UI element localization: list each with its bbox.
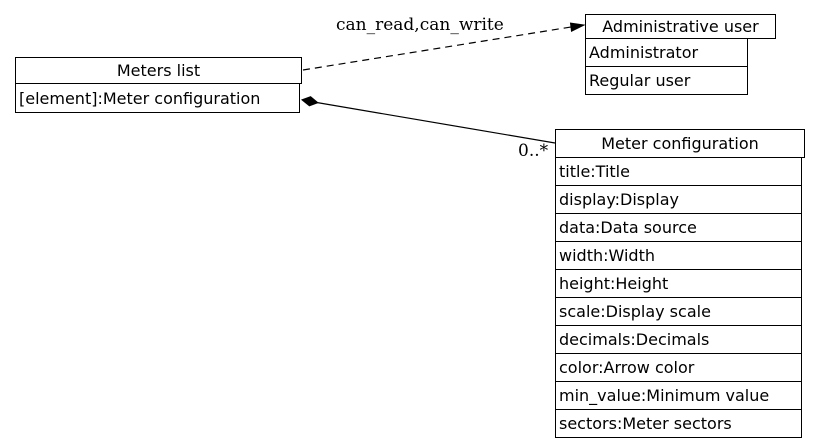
node-meter-configuration-row-width: width:Width [555, 241, 802, 270]
node-administrative-user-title: Administrative user [585, 14, 776, 39]
node-meter-configuration-row-min-value: min_value:Minimum value [555, 381, 802, 410]
node-meter-configuration-row-data: data:Data source [555, 213, 802, 242]
node-meter-configuration-row-decimals: decimals:Decimals [555, 325, 802, 354]
composition-diamond-icon [300, 96, 319, 107]
node-administrative-user-row-administrator: Administrator [585, 38, 748, 67]
edge-label-can-read-write: can_read,can_write [336, 15, 504, 35]
node-meter-configuration-row-height: height:Height [555, 269, 802, 298]
edge-label-multiplicity: 0..* [518, 141, 549, 161]
node-meter-configuration-row-scale: scale:Display scale [555, 297, 802, 326]
node-meter-configuration-row-title: title:Title [555, 157, 802, 186]
edge-composition-line [315, 101, 556, 144]
node-administrative-user-row-regular-user: Regular user [585, 66, 748, 95]
arrowhead-icon [569, 22, 586, 32]
node-meter-configuration-row-sectors: sectors:Meter sectors [555, 409, 802, 438]
node-meters-list-row-element: [element]:Meter configuration [15, 83, 300, 113]
node-meter-configuration-title: Meter configuration [555, 129, 805, 158]
node-meter-configuration-row-display: display:Display [555, 185, 802, 214]
node-meter-configuration-row-color: color:Arrow color [555, 353, 802, 382]
node-meters-list-title: Meters list [15, 57, 302, 84]
